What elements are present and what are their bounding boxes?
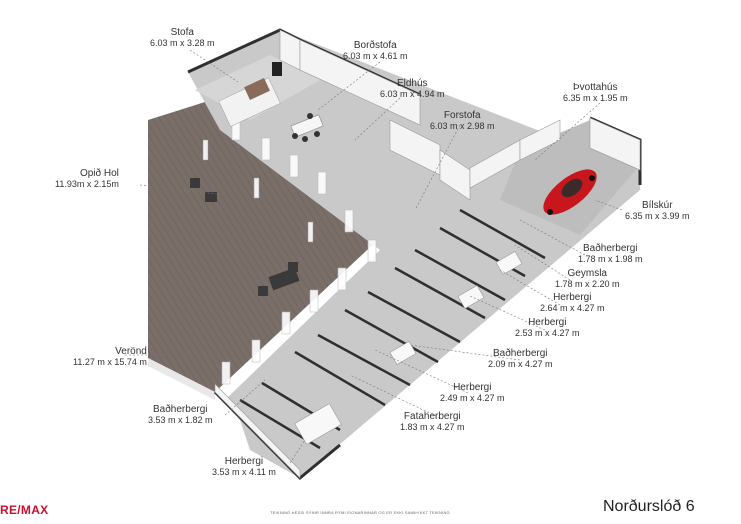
room-label-bilskur: Bílskúr 6.35 m x 3.99 m	[625, 200, 690, 222]
deck-floor	[148, 102, 380, 392]
room-dims: 6.03 m x 4.94 m	[380, 89, 445, 99]
room-name: Stofa	[170, 27, 194, 38]
bedroom-partitions	[239, 208, 546, 450]
room-label-herbergi-1: Herbergi 2.64 m x 4.27 m	[540, 292, 605, 314]
room-name: Baðherbergi	[153, 404, 208, 415]
room-dims: 2.09 m x 4.27 m	[488, 359, 553, 369]
wall-faces	[214, 29, 641, 479]
leader-lines	[125, 49, 623, 464]
room-dims: 1.78 m x 2.20 m	[555, 279, 620, 289]
room-label-stofa: Stofa 6.03 m x 3.28 m	[150, 27, 215, 49]
disclaimer-text: TEIKNING ÞESSI SÝNIR INNRA RÝMI EIGNARIN…	[270, 510, 450, 515]
room-dims: 6.03 m x 2.98 m	[430, 121, 495, 131]
room-label-eldhus: Eldhús 6.03 m x 4.94 m	[380, 78, 445, 100]
room-dims: 1.78 m x 1.98 m	[578, 254, 643, 264]
room-label-herbergi-4: Herbergi 3.53 m x 4.11 m	[212, 456, 276, 478]
property-address: Norðurslóð 6	[603, 498, 695, 515]
room-name: Fataherbergi	[403, 411, 461, 422]
room-label-badherbergi-2: Baðherbergi 2.09 m x 4.27 m	[488, 348, 553, 370]
deck-edge	[148, 358, 215, 400]
room-dims: 6.35 m x 1.95 m	[563, 93, 628, 103]
room-name: Eldhús	[396, 78, 428, 89]
room-dims: 11.93m x 2.15m	[55, 179, 119, 189]
room-dims: 6.03 m x 4.61 m	[343, 51, 408, 61]
room-name: Herbergi	[453, 382, 492, 393]
living-furniture	[218, 62, 282, 127]
room-label-herbergi-3: Herbergi 2.49 m x 4.27 m	[440, 382, 505, 404]
room-dims: 3.53 m x 1.82 m	[148, 415, 213, 425]
room-name: Forstofa	[443, 110, 481, 121]
room-name: Opið Hol	[79, 168, 119, 179]
room-dims: 1.83 m x 4.27 m	[400, 422, 465, 432]
room-label-bordstofa: Borðstofa 6.03 m x 4.61 m	[343, 40, 408, 62]
room-name: Borðstofa	[353, 40, 397, 51]
room-dims: 6.35 m x 3.99 m	[625, 211, 690, 221]
remax-logo: RE/MAX	[0, 503, 49, 517]
beds	[294, 251, 523, 445]
dining-table	[290, 113, 324, 142]
room-dims: 11.27 m x 15.74 m	[73, 357, 147, 367]
room-name: Baðherbergi	[493, 348, 548, 359]
room-label-opid-hol: Opið Hol 11.93m x 2.15m	[55, 168, 119, 190]
room-label-herbergi-2: Herbergi 2.53 m x 4.27 m	[515, 317, 580, 339]
room-label-verond: Verönd 11.27 m x 15.74 m	[73, 346, 147, 368]
room-name: Herbergi	[553, 292, 592, 303]
room-name: Herbergi	[528, 317, 567, 328]
room-dims: 2.49 m x 4.27 m	[440, 393, 505, 403]
room-name: Baðherbergi	[583, 243, 638, 254]
room-label-badherbergi-3: Baðherbergi 3.53 m x 1.82 m	[148, 404, 213, 426]
room-dims: 3.53 m x 4.11 m	[212, 467, 276, 477]
room-label-forstofa: Forstofa 6.03 m x 2.98 m	[430, 110, 495, 132]
room-label-badherbergi-1: Baðherbergi 1.78 m x 1.98 m	[578, 243, 643, 265]
room-name: Bílskúr	[641, 200, 673, 211]
room-dims: 6.03 m x 3.28 m	[150, 38, 215, 48]
room-name: Herbergi	[224, 456, 264, 467]
glass-doors	[221, 117, 377, 385]
room-dims: 2.64 m x 4.27 m	[540, 303, 605, 313]
room-name: Verönd	[115, 346, 147, 357]
room-name: Geymsla	[567, 268, 607, 279]
deck-furniture	[190, 178, 300, 296]
room-label-geymsla: Geymsla 1.78 m x 2.20 m	[555, 268, 620, 290]
room-dims: 2.53 m x 4.27 m	[515, 328, 580, 338]
deck-pillars	[202, 139, 314, 243]
room-label-fataherbergi: Fataherbergi 1.83 m x 4.27 m	[400, 411, 465, 433]
car-icon	[543, 169, 597, 215]
room-name: Þvottahús	[573, 82, 618, 93]
room-label-thvottahus: Þvottahús 6.35 m x 1.95 m	[563, 82, 628, 104]
